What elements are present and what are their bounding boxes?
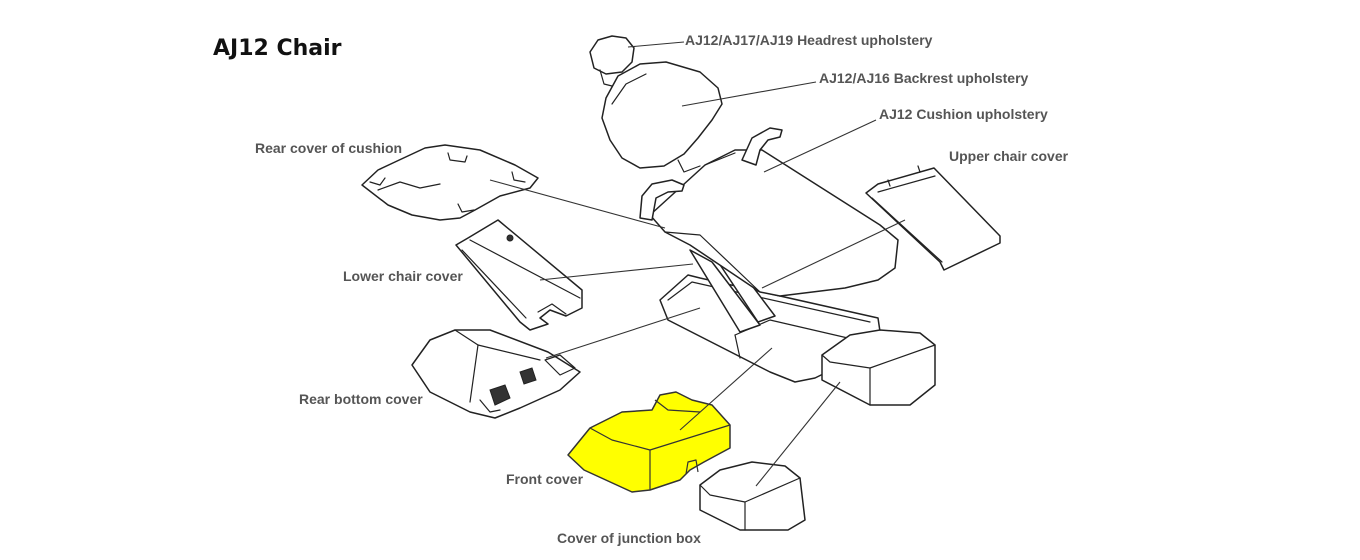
headrest [589, 35, 635, 87]
upper-chair-cover-part [865, 165, 1001, 271]
label-rear-cover-of-cushion: Rear cover of cushion [255, 140, 402, 156]
leader-lines [489, 41, 906, 487]
label-headrest-upholstery: AJ12/AJ17/AJ19 Headrest upholstery [685, 32, 933, 48]
seat-cushion [649, 149, 899, 297]
rear-cover-cushion-part [361, 144, 539, 221]
label-front-cover: Front cover [506, 471, 584, 487]
chair-assembly [589, 35, 899, 383]
junction-box-cover-part [699, 461, 806, 531]
lower-chair-cover-part [455, 219, 583, 331]
label-cover-of-junction-box: Cover of junction box [557, 530, 701, 546]
front-cover-part [567, 391, 731, 493]
label-upper-chair-cover: Upper chair cover [949, 148, 1069, 164]
backrest [601, 61, 723, 173]
armrests [639, 127, 783, 221]
label-cushion-upholstery: AJ12 Cushion upholstery [879, 106, 1048, 122]
label-lower-chair-cover: Lower chair cover [343, 268, 463, 284]
label-rear-bottom-cover: Rear bottom cover [299, 391, 423, 407]
junction-box-mounted [821, 329, 936, 406]
rear-bottom-cover-part [411, 329, 581, 419]
label-backrest-upholstery: AJ12/AJ16 Backrest upholstery [819, 70, 1029, 86]
diagram-title: AJ12 Chair [213, 36, 342, 61]
